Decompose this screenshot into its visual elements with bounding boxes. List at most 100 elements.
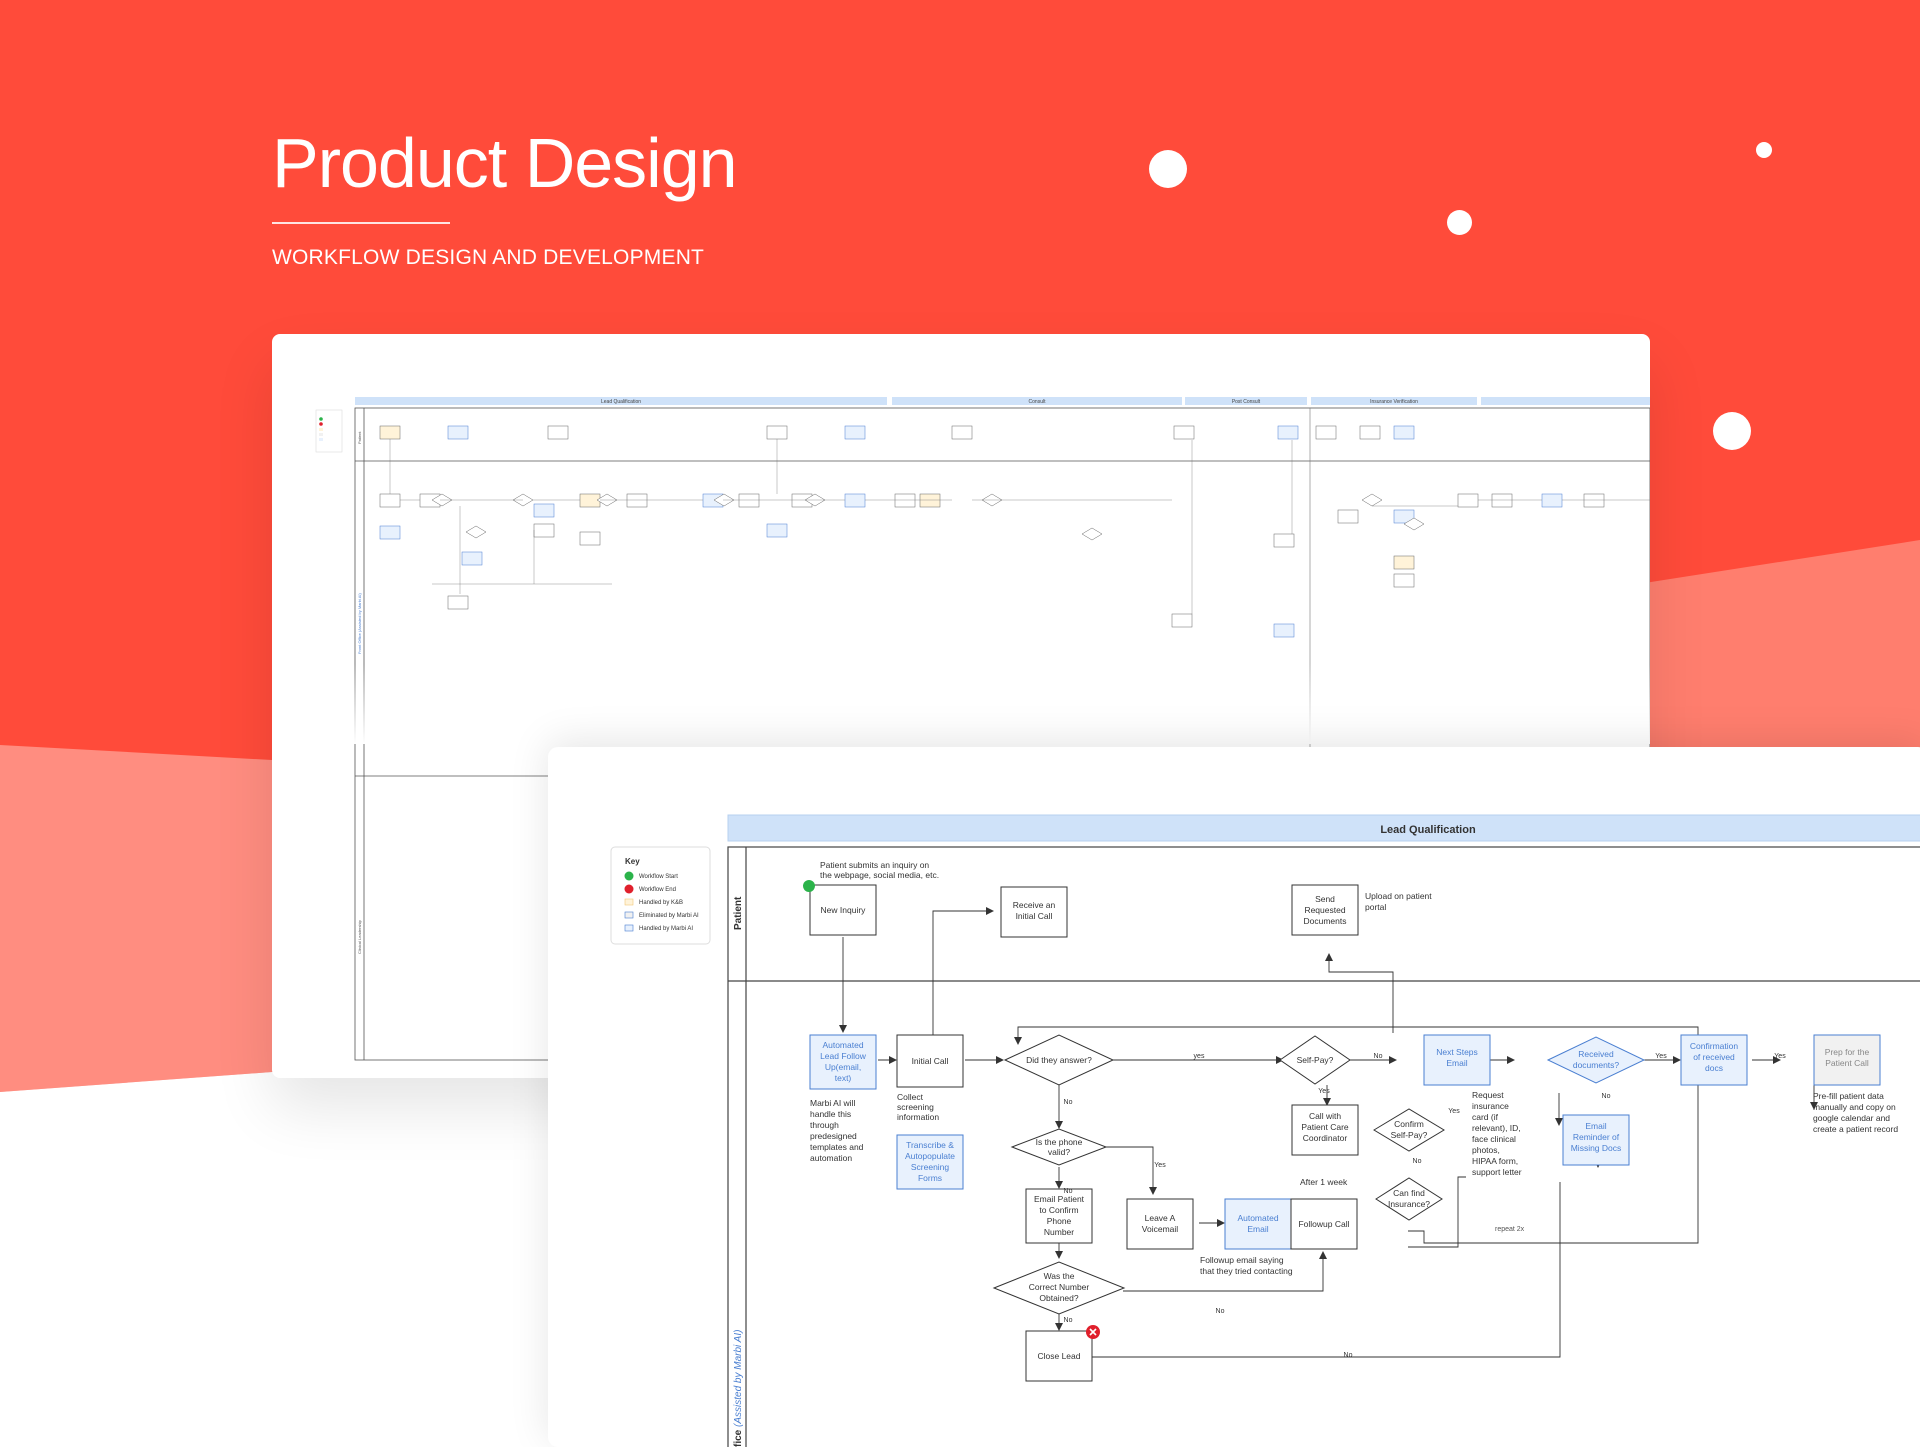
node-label: Email Patient: [1034, 1194, 1085, 1204]
overview-node: [579, 531, 601, 546]
edge-label-no: No: [1064, 1099, 1073, 1106]
node-send-documents[interactable]: Send Requested Documents: [1291, 884, 1359, 936]
node-label: docs: [1705, 1063, 1723, 1073]
node-label: Correct Number: [1029, 1282, 1090, 1292]
overview-node: [533, 503, 555, 518]
node-label: Number: [1044, 1227, 1074, 1237]
node-label: Receive an: [1013, 900, 1056, 910]
note-line: Collect: [897, 1092, 924, 1102]
note-upload: portal: [1365, 902, 1386, 912]
overview-decision: [465, 525, 487, 539]
overview-node: [1393, 555, 1415, 570]
workflow-end-icon: [624, 884, 634, 894]
node-label: Automated: [822, 1040, 863, 1050]
key-title: Key: [625, 857, 640, 866]
node-confirmation-docs[interactable]: Confirmation of received docs: [1680, 1034, 1748, 1086]
node-email-reminder[interactable]: Email Reminder of Missing Docs: [1562, 1114, 1630, 1166]
key-label: Handled by Marbi AI: [639, 926, 693, 932]
note-line: templates and: [810, 1142, 864, 1152]
node-label: Documents: [1304, 916, 1347, 926]
overview-node: [1171, 613, 1193, 628]
edge-label-yes: Yes: [1448, 1108, 1460, 1115]
node-prep-patient-call[interactable]: Prep for the Patient Call: [1813, 1034, 1881, 1086]
overview-node: [626, 493, 648, 508]
node-followup-call[interactable]: Followup Call: [1290, 1198, 1358, 1250]
overview-phase-header: [892, 397, 1182, 405]
note-request-docs: Request insurance card (if relevant), ID…: [1472, 1090, 1522, 1177]
overview-phase-label: Lead Qualification: [601, 399, 641, 405]
node-close-lead[interactable]: Close Lead: [1025, 1330, 1093, 1382]
decision-find-insurance[interactable]: Can find Insurance?: [1375, 1177, 1443, 1221]
overview-node: [1491, 493, 1513, 508]
node-label: Automated: [1237, 1213, 1278, 1223]
node-email-patient-confirm[interactable]: Email Patient to Confirm Phone Number: [1025, 1188, 1093, 1244]
node-label: Self-Pay?: [1391, 1130, 1428, 1140]
note-line: insurance: [1472, 1101, 1509, 1111]
node-receive-initial-call[interactable]: Receive an Initial Call: [1000, 886, 1068, 938]
node-label: Missing Docs: [1571, 1143, 1622, 1153]
node-label: Leave A: [1145, 1213, 1176, 1223]
node-label: Email: [1247, 1224, 1268, 1234]
overview-lane-label: Patient: [357, 431, 362, 444]
swimlane-frame: [727, 846, 1920, 1447]
node-label: Call with: [1309, 1111, 1341, 1121]
node-initial-call[interactable]: Initial Call: [896, 1034, 964, 1088]
diagram-key: Key Workflow Start Workflow End Handled …: [610, 846, 711, 945]
decor-dot: [1149, 150, 1187, 188]
page-subtitle: WORKFLOW DESIGN AND DEVELOPMENT: [272, 246, 705, 269]
node-label: Phone: [1047, 1216, 1072, 1226]
decision-correct-number[interactable]: Was the Correct Number Obtained?: [992, 1261, 1126, 1315]
lane-label-patient: Patient: [733, 896, 744, 930]
node-automated-lead-followup[interactable]: Automated Lead Follow Up(email, text): [809, 1034, 877, 1090]
node-leave-voicemail[interactable]: Leave A Voicemail: [1126, 1198, 1194, 1250]
note-line: manually and copy on: [1813, 1102, 1896, 1112]
node-label: text): [835, 1073, 852, 1083]
node-automated-email[interactable]: Automated Email: [1224, 1198, 1292, 1250]
decision-phone-valid[interactable]: Is the phone valid?: [1010, 1128, 1108, 1166]
node-label: Email: [1446, 1058, 1467, 1068]
decision-confirm-self-pay[interactable]: Confirm Self-Pay?: [1373, 1108, 1445, 1152]
node-label: to Confirm: [1039, 1205, 1078, 1215]
node-label: Screening: [911, 1162, 950, 1172]
node-label: New Inquiry: [821, 905, 867, 915]
title-divider: [272, 222, 450, 224]
node-label: Email: [1585, 1121, 1606, 1131]
overview-node: [461, 551, 483, 566]
node-new-inquiry[interactable]: New Inquiry: [809, 884, 877, 936]
overview-phase-label: Consult: [1029, 399, 1047, 405]
phase-header: [727, 814, 1920, 842]
note-line: information: [897, 1112, 939, 1122]
note-repeat: repeat 2x: [1495, 1226, 1525, 1233]
node-transcribe-forms[interactable]: Transcribe & Autopopulate Screening Form…: [896, 1134, 964, 1190]
note-line: screening: [897, 1102, 934, 1112]
decision-did-they-answer[interactable]: Did they answer?: [1003, 1034, 1115, 1086]
key-label: Eliminated by Marbi AI: [639, 913, 699, 919]
note-line: predesigned: [810, 1131, 857, 1141]
node-label: Received: [1578, 1049, 1614, 1059]
node-label: Did they answer?: [1026, 1055, 1092, 1065]
note-line: Request: [1472, 1090, 1504, 1100]
edge-label-yes: Yes: [1774, 1053, 1786, 1060]
eliminated-swatch-icon: [624, 911, 634, 919]
overview-node: [379, 425, 401, 440]
node-next-steps-email[interactable]: Next Steps Email: [1423, 1034, 1491, 1086]
key-label: Workflow End: [639, 887, 676, 893]
note-line: card (if: [1472, 1112, 1499, 1122]
node-label: valid?: [1048, 1147, 1070, 1157]
node-label: Initial Call: [1016, 911, 1053, 921]
overview-node: [844, 425, 866, 440]
node-label: Transcribe &: [906, 1140, 954, 1150]
node-label: Confirm: [1394, 1119, 1424, 1129]
node-call-pcc[interactable]: Call with Patient Care Coordinator: [1291, 1104, 1359, 1156]
decor-dot: [1447, 210, 1472, 235]
overview-node: [379, 525, 401, 540]
decision-received-documents[interactable]: Received documents?: [1546, 1036, 1646, 1084]
node-label: Is the phone: [1036, 1137, 1083, 1147]
edge-label-no: No: [1064, 1317, 1073, 1324]
overview-node: [547, 425, 569, 440]
overview-node: [1337, 509, 1359, 524]
overview-node: [1277, 425, 1299, 440]
lane-office-label: fice: [733, 1429, 744, 1447]
edge-label-no: No: [1413, 1158, 1422, 1165]
decision-self-pay[interactable]: Self-Pay?: [1279, 1035, 1351, 1085]
